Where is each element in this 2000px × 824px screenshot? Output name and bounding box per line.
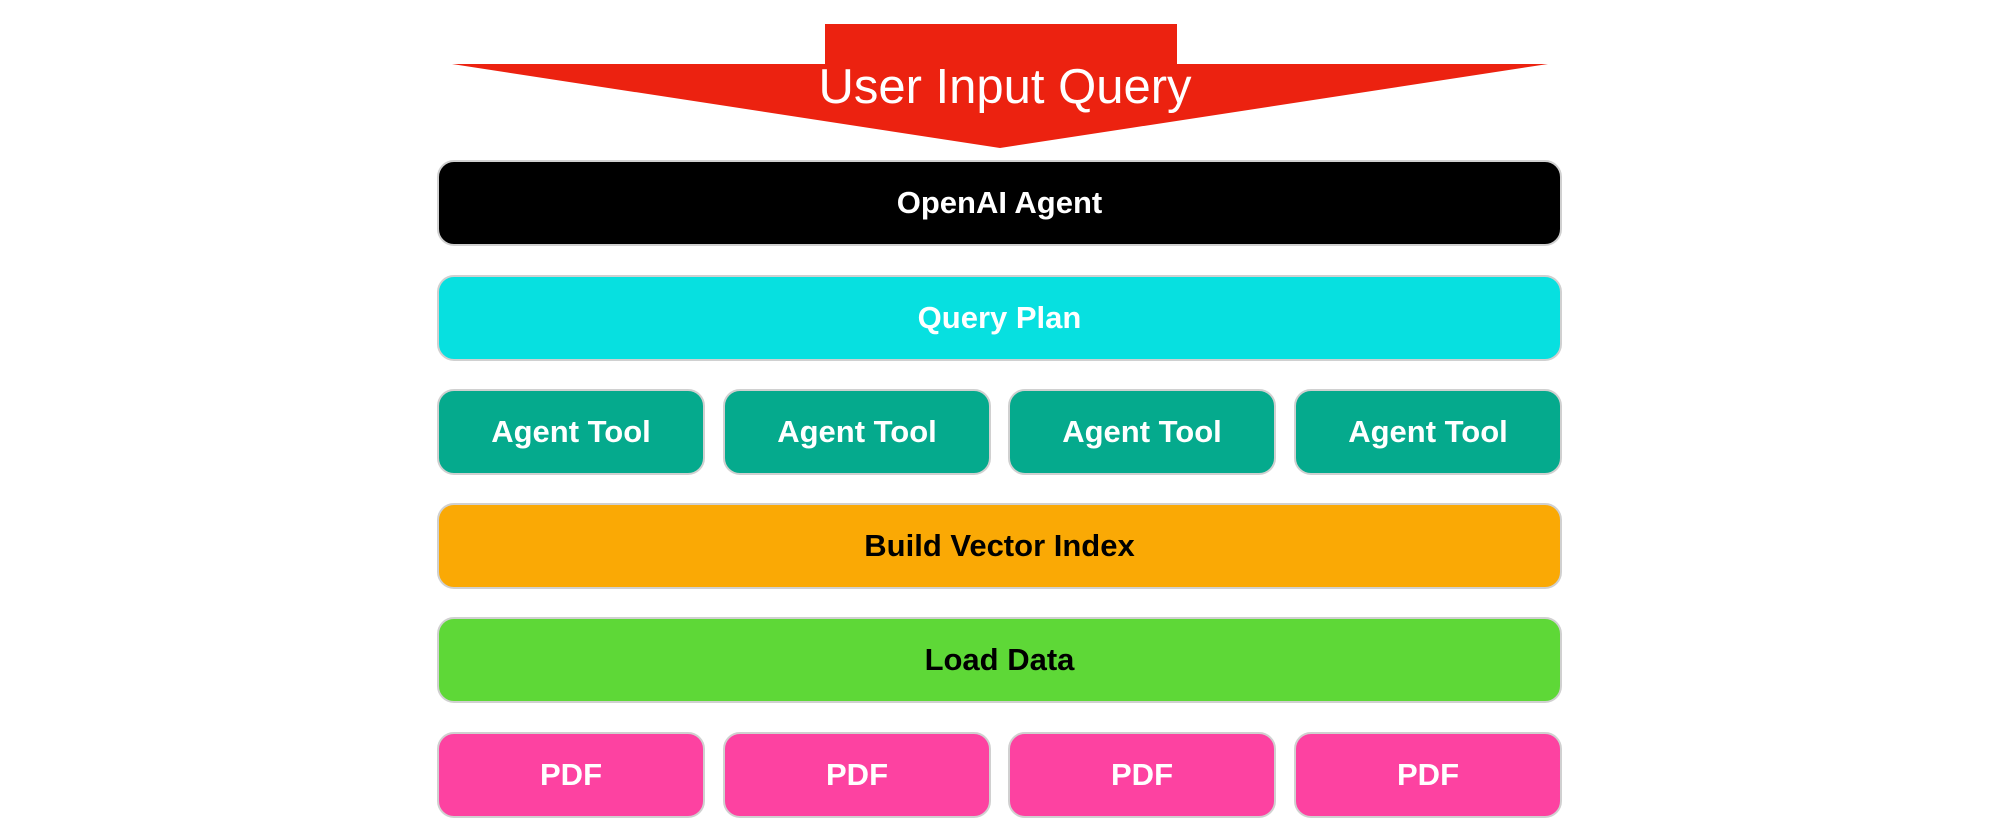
query-plan-block: Query Plan: [437, 275, 1562, 361]
agent-tool-label: Agent Tool: [491, 414, 651, 449]
query-plan-label: Query Plan: [917, 300, 1082, 335]
agent-tool-block: Agent Tool: [437, 389, 705, 475]
pdf-block: PDF: [1294, 732, 1562, 818]
agent-tool-block: Agent Tool: [1008, 389, 1276, 475]
agent-tool-block: Agent Tool: [723, 389, 991, 475]
agent-tool-label: Agent Tool: [777, 414, 937, 449]
pdf-label: PDF: [1111, 757, 1173, 792]
arrow-shape: [452, 24, 1548, 148]
build-vector-index-block: Build Vector Index: [437, 503, 1562, 589]
user-input-query-arrow: [452, 24, 1548, 148]
pdf-block: PDF: [437, 732, 705, 818]
load-data-block: Load Data: [437, 617, 1562, 703]
pdf-block: PDF: [1008, 732, 1276, 818]
agent-tool-block: Agent Tool: [1294, 389, 1562, 475]
openai-agent-block: OpenAI Agent: [437, 160, 1562, 246]
pdf-label: PDF: [1397, 757, 1459, 792]
pdf-label: PDF: [540, 757, 602, 792]
pdf-label: PDF: [826, 757, 888, 792]
agent-tool-label: Agent Tool: [1062, 414, 1222, 449]
build-vector-index-label: Build Vector Index: [864, 528, 1135, 563]
user-input-query-label: User Input Query: [818, 60, 1192, 114]
pdf-block: PDF: [723, 732, 991, 818]
agent-tool-label: Agent Tool: [1348, 414, 1508, 449]
load-data-label: Load Data: [924, 642, 1075, 677]
openai-agent-label: OpenAI Agent: [896, 185, 1103, 220]
